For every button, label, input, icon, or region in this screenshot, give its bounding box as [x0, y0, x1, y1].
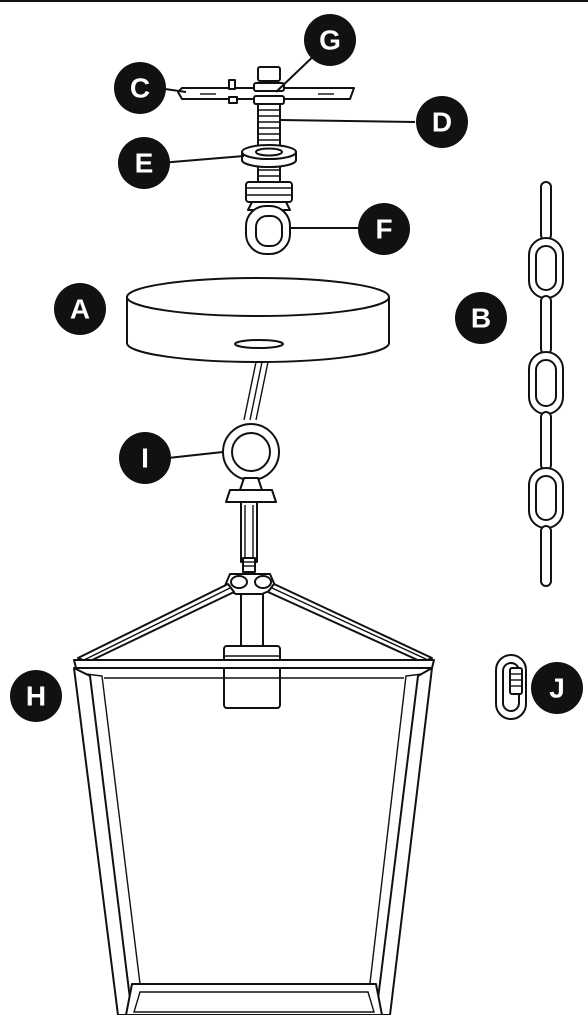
callout-label-h: H — [26, 681, 46, 712]
crossbar-part — [177, 79, 355, 104]
callout-badge-i: I — [119, 432, 171, 484]
callout-badge-h: H — [10, 670, 62, 722]
callout-label-a: A — [70, 294, 90, 325]
callout-badge-g: G — [304, 14, 356, 66]
hook-loop-part — [245, 181, 293, 255]
callout-badge-f: F — [358, 203, 410, 255]
leader-line-e — [159, 155, 245, 164]
callout-badge-d: D — [416, 96, 468, 148]
callout-label-g: G — [319, 25, 341, 56]
callout-badge-b: B — [455, 292, 507, 344]
callout-label-d: D — [432, 107, 452, 138]
callout-label-b: B — [471, 303, 491, 334]
chain-part — [528, 181, 564, 587]
callout-badge-e: E — [118, 137, 170, 189]
eye-loop-part — [222, 423, 280, 503]
callout-label-i: I — [141, 443, 149, 474]
callout-badge-c: C — [114, 62, 166, 114]
canopy-part — [126, 277, 390, 363]
lantern-rod-part — [240, 501, 258, 573]
wire-part — [243, 361, 269, 421]
callout-badge-j: J — [531, 662, 583, 714]
callout-badge-a: A — [54, 283, 106, 335]
callout-label-c: C — [130, 73, 150, 104]
callout-label-f: F — [375, 214, 392, 245]
leader-line-d — [279, 119, 416, 123]
quick-link-part — [495, 654, 527, 720]
callout-label-e: E — [135, 148, 154, 179]
lantern-part — [73, 573, 435, 1015]
callout-label-j: J — [549, 673, 565, 704]
leader-line-i — [167, 451, 224, 459]
ring-nut-part — [241, 144, 297, 168]
mounting-nut-part — [253, 66, 285, 105]
